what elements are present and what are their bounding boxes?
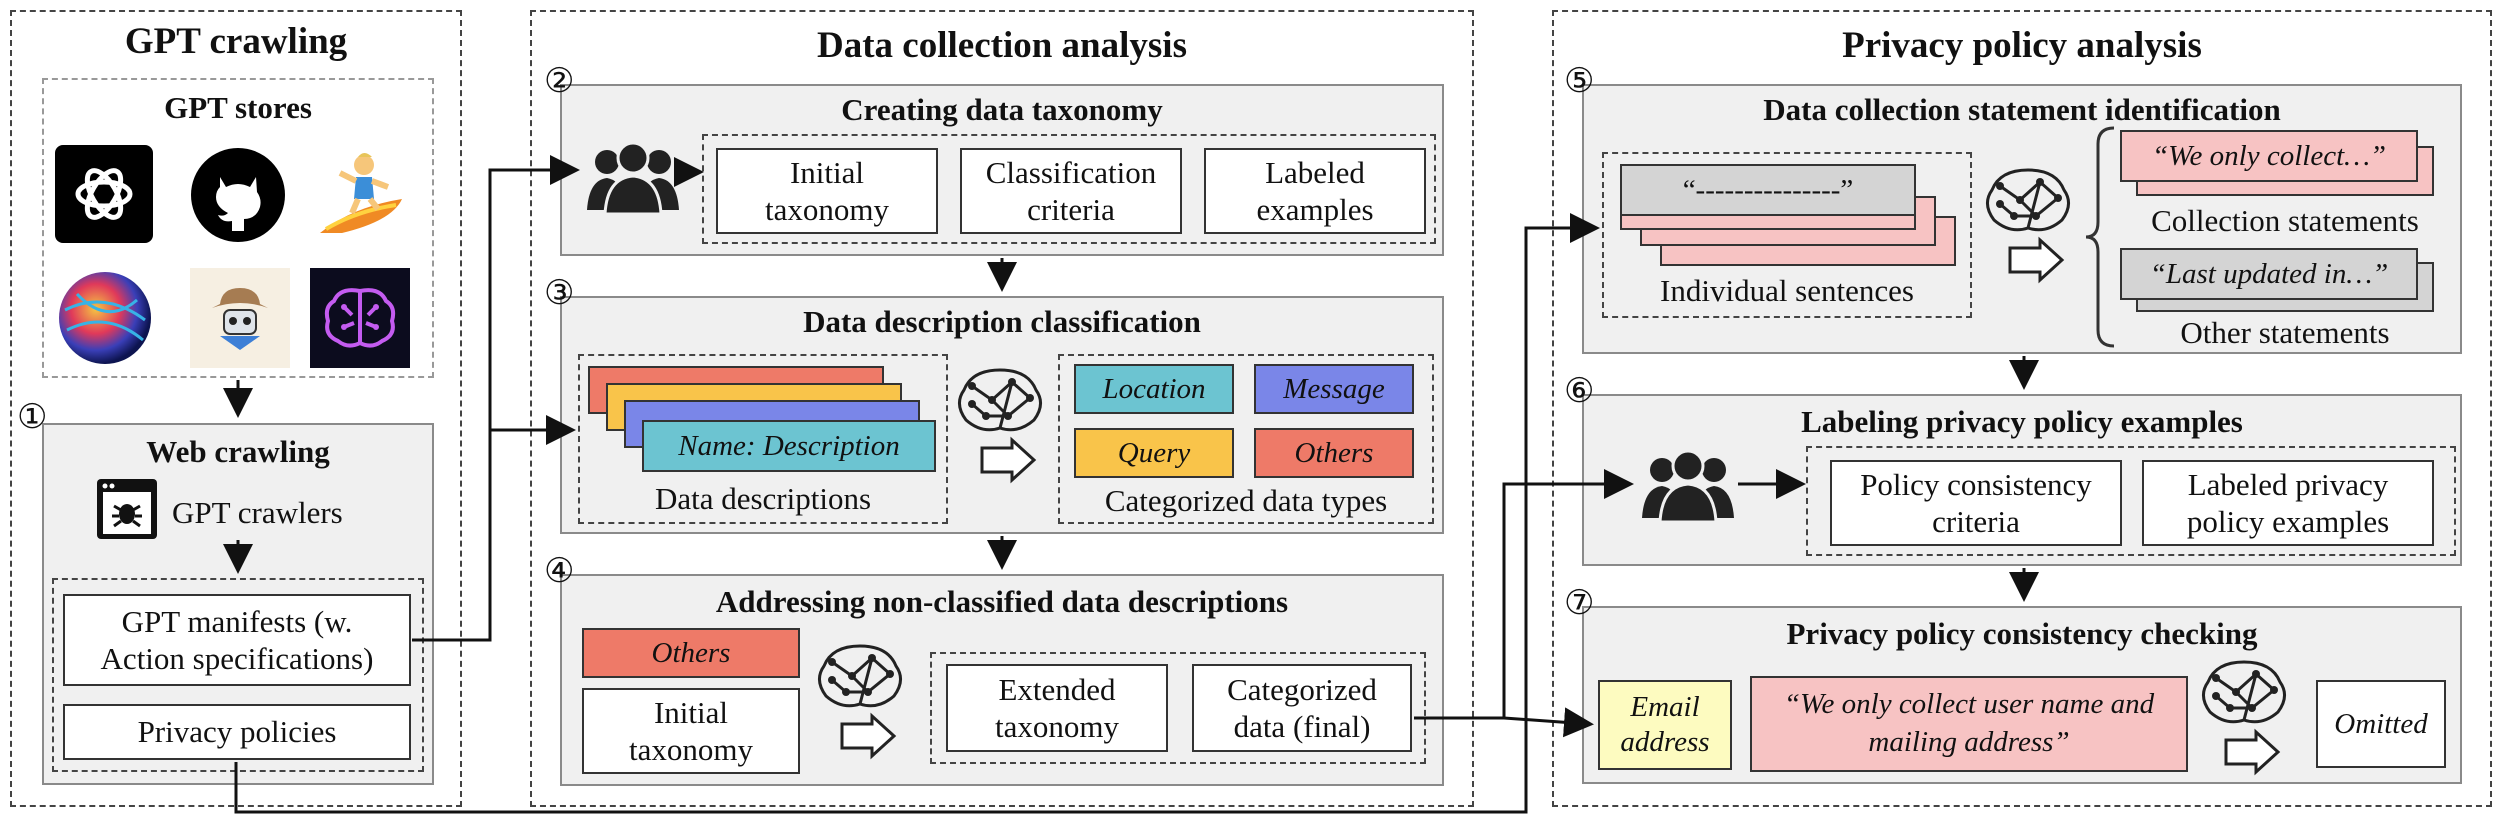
individual-sentences-label: Individual sentences (1660, 273, 1914, 308)
crawl-output-group (52, 578, 424, 772)
initial-taxonomy-box: Initial taxonomy (716, 148, 938, 234)
brain-icon (310, 268, 410, 368)
user-quote-card: “We only collect user name and mailing a… (1750, 676, 2188, 772)
step-6-number: ⑥ (1564, 371, 1595, 411)
openai-logo-icon (55, 145, 153, 243)
people-group-icon (585, 138, 681, 214)
other-statements-label: Other statements (2180, 315, 2390, 350)
step-5-title: Data collection statement identification (1763, 92, 2281, 127)
email-address-card: Email address (1598, 680, 1732, 770)
collection-statements-label: Collection statements (2151, 203, 2419, 238)
policy-criteria-box: Policy consistency criteria (1830, 460, 2122, 546)
collect-quote-card: “We only collect…” (2120, 130, 2418, 182)
labeled-examples-box: Labeled examples (1204, 148, 1426, 234)
neural-network-icon-4 (2196, 656, 2292, 776)
data-descriptions-label: Data descriptions (654, 481, 872, 516)
web-crawling-title: Web crawling (146, 434, 330, 469)
updated-quote-card: “Last updated in…” (2120, 248, 2418, 300)
arrow-manifests-to-step2 (412, 155, 580, 642)
cowboy-robot-icon (190, 268, 290, 368)
data-collection-panel (530, 10, 1474, 807)
categorized-final-box: Categorized data (final) (1192, 664, 1412, 752)
people-group-icon-2 (1640, 446, 1736, 522)
gpt-manifests-box: GPT manifests (w. Action specifications) (63, 594, 411, 686)
data-collection-title: Data collection analysis (817, 25, 1187, 66)
step-2-title: Creating data taxonomy (841, 92, 1163, 127)
category-message: Message (1254, 364, 1414, 414)
omitted-card: Omitted (2316, 680, 2446, 768)
step-1-number: ① (17, 397, 48, 437)
initial-taxonomy-box-2: Initial taxonomy (582, 688, 800, 774)
surfer-emoji-icon (310, 145, 410, 245)
curly-brace-icon (2082, 124, 2118, 350)
gpt-crawling-title: GPT crawling (124, 21, 348, 62)
privacy-policies-box: Privacy policies (63, 704, 411, 760)
arrow-final-to-step7 (1503, 707, 1594, 738)
privacy-policy-panel (1552, 10, 2492, 807)
step-3-title: Data description classification (803, 304, 1201, 339)
step-6-outputs-group (1806, 446, 2456, 556)
gpt-stores-title: GPT stores (164, 90, 312, 125)
category-others: Others (1254, 428, 1414, 478)
step-7-title: Privacy policy consistency checking (1786, 616, 2258, 651)
step-7-number: ⑦ (1564, 583, 1595, 623)
others-tag: Others (582, 628, 800, 678)
category-location: Location (1074, 364, 1234, 414)
privacy-policy-title: Privacy policy analysis (1842, 25, 2202, 66)
github-logo-icon (188, 145, 288, 245)
colorful-sphere-icon (55, 268, 155, 368)
gpt-stores-box (42, 78, 434, 378)
step-2-number: ② (544, 61, 575, 101)
neural-network-icon-3 (1980, 164, 2076, 284)
categorized-types-group (1058, 354, 1434, 524)
categorized-types-label: Categorized data types (1104, 483, 1388, 518)
crawler-bug-icon (93, 475, 161, 543)
extended-taxonomy-box: Extended taxonomy (946, 664, 1168, 752)
sentence-card: “---------------” (1620, 164, 1916, 216)
individual-sentences-group (1602, 152, 1972, 318)
name-description-card: Name: Description (642, 420, 936, 472)
arrow-final-to-step6 (1414, 469, 1634, 720)
arrow-policies-to-step5 (234, 213, 1600, 814)
labeled-policy-examples-box: Labeled privacy policy examples (2142, 460, 2434, 546)
neural-network-icon (952, 364, 1048, 484)
step-4-outputs-group (930, 652, 1426, 764)
category-query: Query (1074, 428, 1234, 478)
step-5-number: ⑤ (1564, 61, 1595, 101)
step-4-title: Addressing non-classified data descripti… (715, 584, 1289, 619)
step-4-number: ④ (544, 551, 575, 591)
step-3-number: ③ (544, 273, 575, 313)
classification-criteria-box: Classification criteria (960, 148, 1182, 234)
neural-network-icon-2 (812, 640, 908, 760)
gpt-crawlers-label: GPT crawlers (172, 495, 343, 530)
step-6-title: Labeling privacy policy examples (1801, 404, 2243, 439)
data-descriptions-group (578, 354, 948, 524)
step-2-outputs-group (702, 134, 1436, 244)
